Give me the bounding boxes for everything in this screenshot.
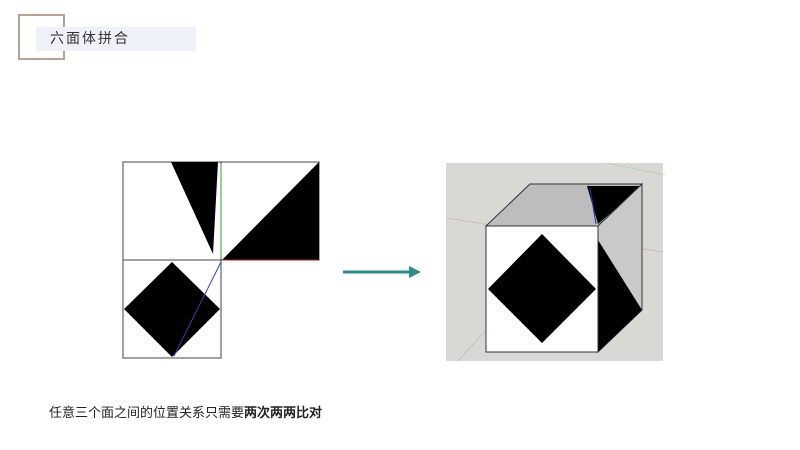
- slide-title: 六面体拼合: [50, 31, 130, 47]
- caption-normal-text: 任意三个面之间的位置关系只需要: [49, 406, 245, 421]
- title-band: [36, 27, 196, 51]
- unfolded-net: [122, 161, 320, 359]
- net-face-top-right-triangle: [222, 162, 319, 260]
- caption-bold-text: 两次两两比对: [244, 406, 323, 421]
- cube-front-diamond: [488, 234, 596, 343]
- cube-top-triangle: [587, 186, 642, 224]
- cube-render: [445, 162, 666, 362]
- transform-arrow: [343, 266, 421, 278]
- caption: 任意三个面之间的位置关系只需要两次两两比对: [49, 404, 322, 424]
- cube-right-triangle: [598, 240, 642, 352]
- net-face-top-left-triangle: [171, 162, 218, 254]
- net-face-bottom-diamond: [124, 262, 220, 357]
- net-guide-line-blue: [173, 261, 222, 357]
